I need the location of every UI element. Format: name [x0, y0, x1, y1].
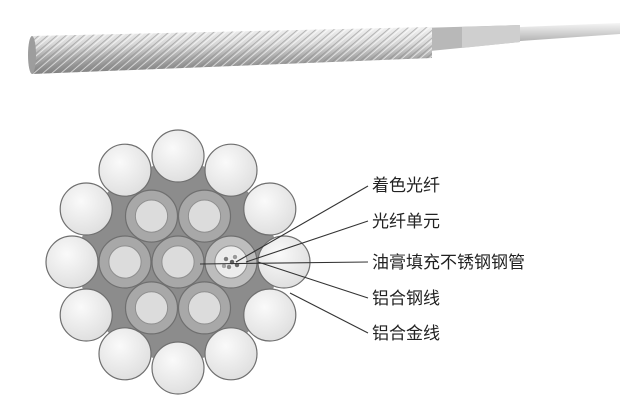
colored-fiber [226, 264, 232, 270]
leader-aluminum-clad-steel [257, 261, 369, 299]
steel-core [187, 291, 222, 325]
label-aluminum-alloy-wire: 铝合金线 [372, 324, 440, 344]
label-fiber-unit: 光纤单元 [372, 212, 440, 232]
strand-line [0, 20, 30, 80]
leader-lines [199, 185, 369, 334]
aluminum-alloy-strand [204, 143, 258, 197]
aluminum-alloy-strand [59, 182, 113, 236]
aluminum-alloy-strand [257, 235, 311, 289]
leader-gel-steel-tube [199, 261, 369, 265]
label-gel-filled-steel-tube: 油膏填充不锈钢钢管 [372, 252, 525, 273]
aluminum-alloy-strand [98, 143, 152, 197]
steel-core [134, 291, 169, 325]
label-colored-fiber: 着色光纤 [372, 176, 440, 196]
colored-fiber [223, 256, 229, 262]
cable-cross-section [45, 129, 311, 395]
leader-fiber-unit [245, 220, 369, 263]
callout-labels: 着色光纤 光纤单元 油膏填充不锈钢钢管 铝合钢线 铝合金线 [372, 176, 525, 344]
leader-colored-fiber [235, 185, 369, 263]
label-aluminum-clad-steel-wire: 铝合钢线 [372, 289, 440, 309]
aluminum-alloy-strand [151, 341, 205, 395]
steel-core [187, 199, 222, 233]
steel-core [161, 245, 195, 279]
aluminum-alloy-strand [243, 182, 297, 236]
aluminum-alloy-strand [151, 129, 205, 183]
aluminum-alloy-strand [204, 327, 258, 381]
colored-fiber [232, 254, 238, 260]
strand-highlight [0, 20, 6, 80]
cable-cut-face [28, 36, 36, 74]
strand-highlight [32, 27, 34, 74]
steel-core [108, 245, 142, 279]
strand-highlight [0, 20, 24, 80]
strand-line [0, 20, 21, 80]
steel-core [134, 199, 169, 233]
cable-photo [0, 20, 620, 80]
aluminum-alloy-strand [243, 288, 297, 342]
strand-line [0, 20, 3, 80]
strand-highlight [0, 20, 15, 80]
aluminum-alloy-strand [59, 288, 113, 342]
strand-line [0, 20, 12, 80]
leader-aluminum-alloy [289, 292, 369, 334]
aluminum-alloy-strand [98, 327, 152, 381]
aluminum-alloy-strand [45, 235, 99, 289]
